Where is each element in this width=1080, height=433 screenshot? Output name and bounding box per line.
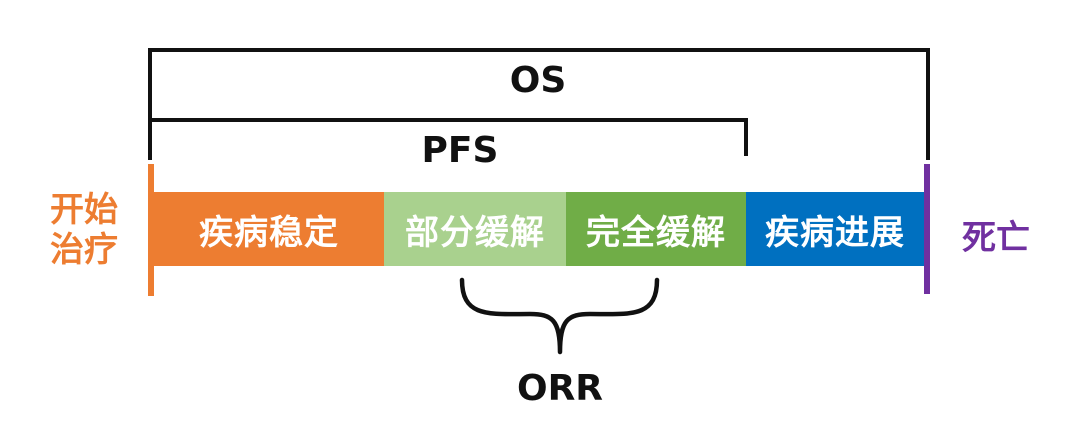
start-label-line2: 治疗: [50, 230, 118, 270]
death-label: 死亡: [962, 218, 1030, 258]
pfs-bracket: [148, 118, 748, 160]
orr-brace: [459, 277, 660, 355]
pfs-label: PFS: [421, 130, 499, 171]
os-label: OS: [509, 60, 567, 101]
start-label-line1: 开始: [50, 190, 118, 230]
segment-partial-response: 部分缓解: [384, 192, 566, 266]
segment-stable-disease: 疾病稳定: [154, 192, 384, 266]
segment-disease-progression: 疾病进展: [746, 192, 924, 266]
start-treatment-label: 开始 治疗: [50, 190, 118, 270]
os-bracket: [148, 48, 930, 160]
segment-complete-response: 完全缓解: [566, 192, 746, 266]
orr-label: ORR: [516, 368, 604, 409]
